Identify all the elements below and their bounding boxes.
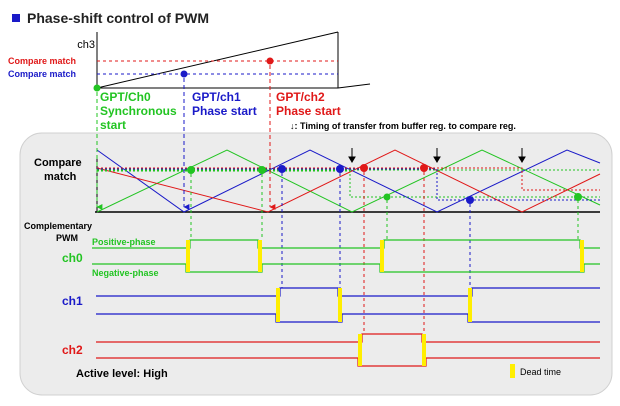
ch2-positive-waveform xyxy=(96,333,600,343)
ch1-triangle-wave xyxy=(96,149,601,213)
ch0-caption: GPT/Ch0 Synchronous start xyxy=(100,90,177,132)
ch2-start-point xyxy=(266,57,274,65)
compare-match-blue-label: Compare match xyxy=(8,69,76,79)
svg-text:GPT/ch2: GPT/ch2 xyxy=(276,90,325,104)
diagram-title: Phase-shift control of PWM xyxy=(27,10,209,26)
complementary-pwm-label-2: PWM xyxy=(56,233,78,243)
compare-match-label-1: Compare xyxy=(34,157,82,169)
start-connectors xyxy=(96,65,276,210)
ch2-compare-level xyxy=(97,167,600,191)
svg-text:Phase start: Phase start xyxy=(276,104,341,118)
ch2-caption: GPT/ch2 Phase start xyxy=(276,90,341,118)
ch2-label: ch2 xyxy=(62,343,83,357)
transfer-timing-note: ↓: Timing of transfer from buffer reg. t… xyxy=(290,121,516,131)
edge-connectors xyxy=(190,172,579,334)
svg-text:Phase start: Phase start xyxy=(192,104,257,118)
ch3-label: ch3 xyxy=(77,39,95,51)
svg-text:Synchronous: Synchronous xyxy=(100,104,177,118)
ch0-label: ch0 xyxy=(62,251,83,265)
ch1-compare-level xyxy=(97,168,600,201)
ch2-pwm xyxy=(96,333,600,367)
transfer-arrows xyxy=(348,148,526,163)
compare-match-red-label: Compare match xyxy=(8,56,76,66)
compare-match-dots xyxy=(187,164,582,204)
compare-waveforms xyxy=(95,148,601,213)
title-bullet-icon xyxy=(12,14,20,22)
ch2-negative-waveform xyxy=(96,357,600,367)
positive-phase-label: Positive-phase xyxy=(92,237,156,247)
svg-text:GPT/Ch0: GPT/Ch0 xyxy=(100,90,151,104)
dead-time-markers xyxy=(186,240,584,366)
ch1-start-point xyxy=(180,70,188,78)
complementary-pwm-label-1: Complementary xyxy=(24,221,92,231)
dead-time-label: Dead time xyxy=(520,367,561,377)
dead-time-legend-swatch xyxy=(510,364,515,378)
ch0-compare-level-updated xyxy=(97,170,600,198)
ch2-triangle-wave xyxy=(96,149,601,213)
svg-text:GPT/ch1: GPT/ch1 xyxy=(192,90,241,104)
compare-match-label-2: match xyxy=(44,171,77,183)
svg-text:start: start xyxy=(100,118,126,132)
negative-phase-label: Negative-phase xyxy=(92,268,159,278)
ch1-caption: GPT/ch1 Phase start xyxy=(192,90,257,118)
ch3-counter: ch3 Compare match Compare match xyxy=(8,31,371,92)
ch1-label: ch1 xyxy=(62,294,83,308)
active-level-label: Active level: High xyxy=(76,368,168,380)
ch0-start-point xyxy=(93,84,101,92)
